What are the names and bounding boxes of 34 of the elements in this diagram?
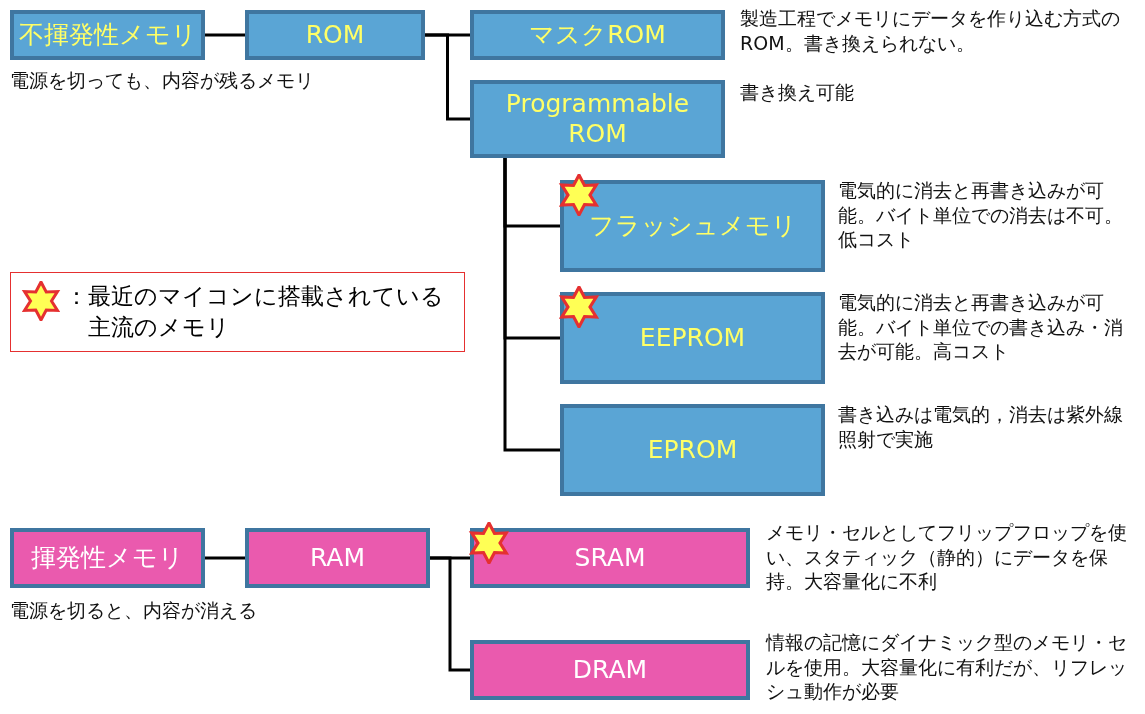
connector-line (430, 556, 470, 672)
legend-text: ：最近のマイコンに搭載されている主流のメモリ (65, 282, 445, 343)
box-label: フラッシュメモリ (588, 211, 797, 241)
box-label: マスクROM (529, 20, 666, 50)
box-label: 不揮発性メモリ (18, 20, 197, 50)
memory-box (245, 528, 430, 588)
memory-box (10, 10, 205, 60)
box-label: Programmable ROM (504, 89, 691, 149)
memory-box (10, 528, 205, 588)
box-label: DRAM (572, 655, 648, 685)
description-text: メモリ・セルとしてフリップフロップを使い、スタティック（静的）にデータを保持。大容量化に不利 (766, 520, 1128, 595)
connector-line (425, 33, 470, 121)
memory-box (470, 640, 750, 700)
connector-line (205, 556, 245, 560)
box-label: ROM (305, 20, 365, 50)
description-text: 電気的に消去と再書き込みが可能。バイト単位での書き込み・消去が可能。高コスト (838, 290, 1124, 365)
box-label: EPROM (647, 435, 738, 465)
description-text: 製造工程でメモリにデータを作り込む方式のROM。書き換えられない。 (740, 6, 1121, 56)
box-label: SRAM (574, 543, 646, 573)
description-text: 電気的に消去と再書き込みが可能。バイト単位での消去は不可。低コスト (838, 178, 1124, 253)
description-text: 電源を切ると、内容が消える (10, 598, 258, 623)
description-text: 電源を切っても、内容が残るメモリ (10, 68, 315, 93)
box-label: 揮発性メモリ (31, 543, 184, 573)
memory-box (245, 10, 425, 60)
memory-box (470, 80, 725, 158)
description-text: 情報の記憶にダイナミック型のメモリ・セルを使用。大容量化に有利だが、リフレッシュ動作が必要 (766, 630, 1128, 705)
connector-line (205, 33, 245, 37)
memory-box (470, 10, 725, 60)
memory-box (560, 404, 825, 496)
box-label: EEPROM (639, 323, 746, 353)
connector-line (503, 158, 560, 452)
description-text: 書き込みは電気的，消去は紫外線照射で実施 (838, 402, 1124, 452)
description-text: 書き換え可能 (740, 80, 855, 105)
box-label: RAM (310, 543, 365, 573)
